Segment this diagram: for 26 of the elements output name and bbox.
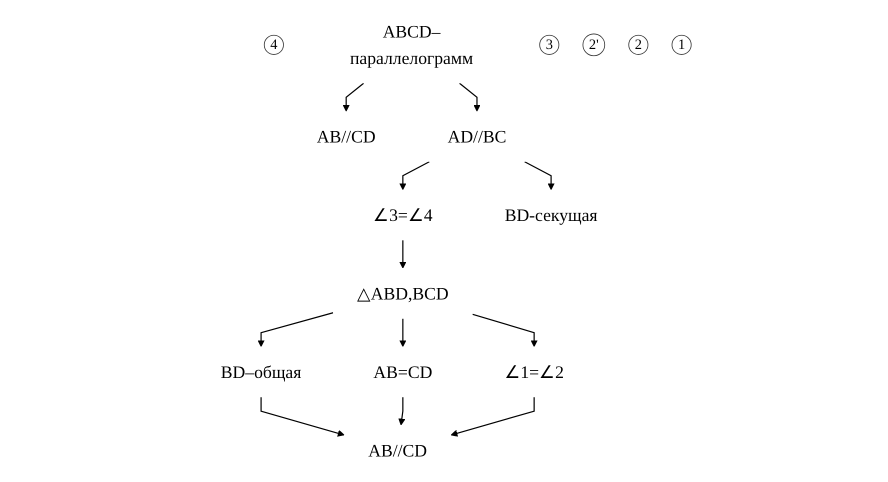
arrow xyxy=(399,318,406,347)
node-circle: 1 xyxy=(672,34,692,55)
node-text: AB//CD xyxy=(368,440,427,460)
node-text: BD-секущая xyxy=(504,204,598,225)
arrow xyxy=(399,240,406,269)
node-text: ABCD–параллелограмм xyxy=(350,22,474,68)
node-circle: 2' xyxy=(582,34,606,56)
arrow xyxy=(459,82,480,112)
node-text: ∠3=∠4 xyxy=(373,204,433,225)
arrow xyxy=(398,397,406,426)
node-text: AB=CD xyxy=(373,362,432,382)
node-circle: 2 xyxy=(628,34,648,55)
node-text: AB//CD xyxy=(316,126,376,147)
node-text: BD–общая xyxy=(220,362,302,382)
node-circle: 3 xyxy=(539,34,560,55)
node-text: ∠1=∠2 xyxy=(504,362,564,382)
node-text: △ABD,BCD xyxy=(357,283,449,304)
arrow xyxy=(399,161,430,190)
arrow xyxy=(342,82,364,112)
arrow xyxy=(258,312,334,347)
arrow xyxy=(472,314,538,347)
node-circle: 4 xyxy=(264,34,284,55)
arrow xyxy=(524,161,555,190)
node-text: AD//BC xyxy=(448,126,506,147)
arrow xyxy=(260,397,345,437)
arrow xyxy=(450,397,535,437)
